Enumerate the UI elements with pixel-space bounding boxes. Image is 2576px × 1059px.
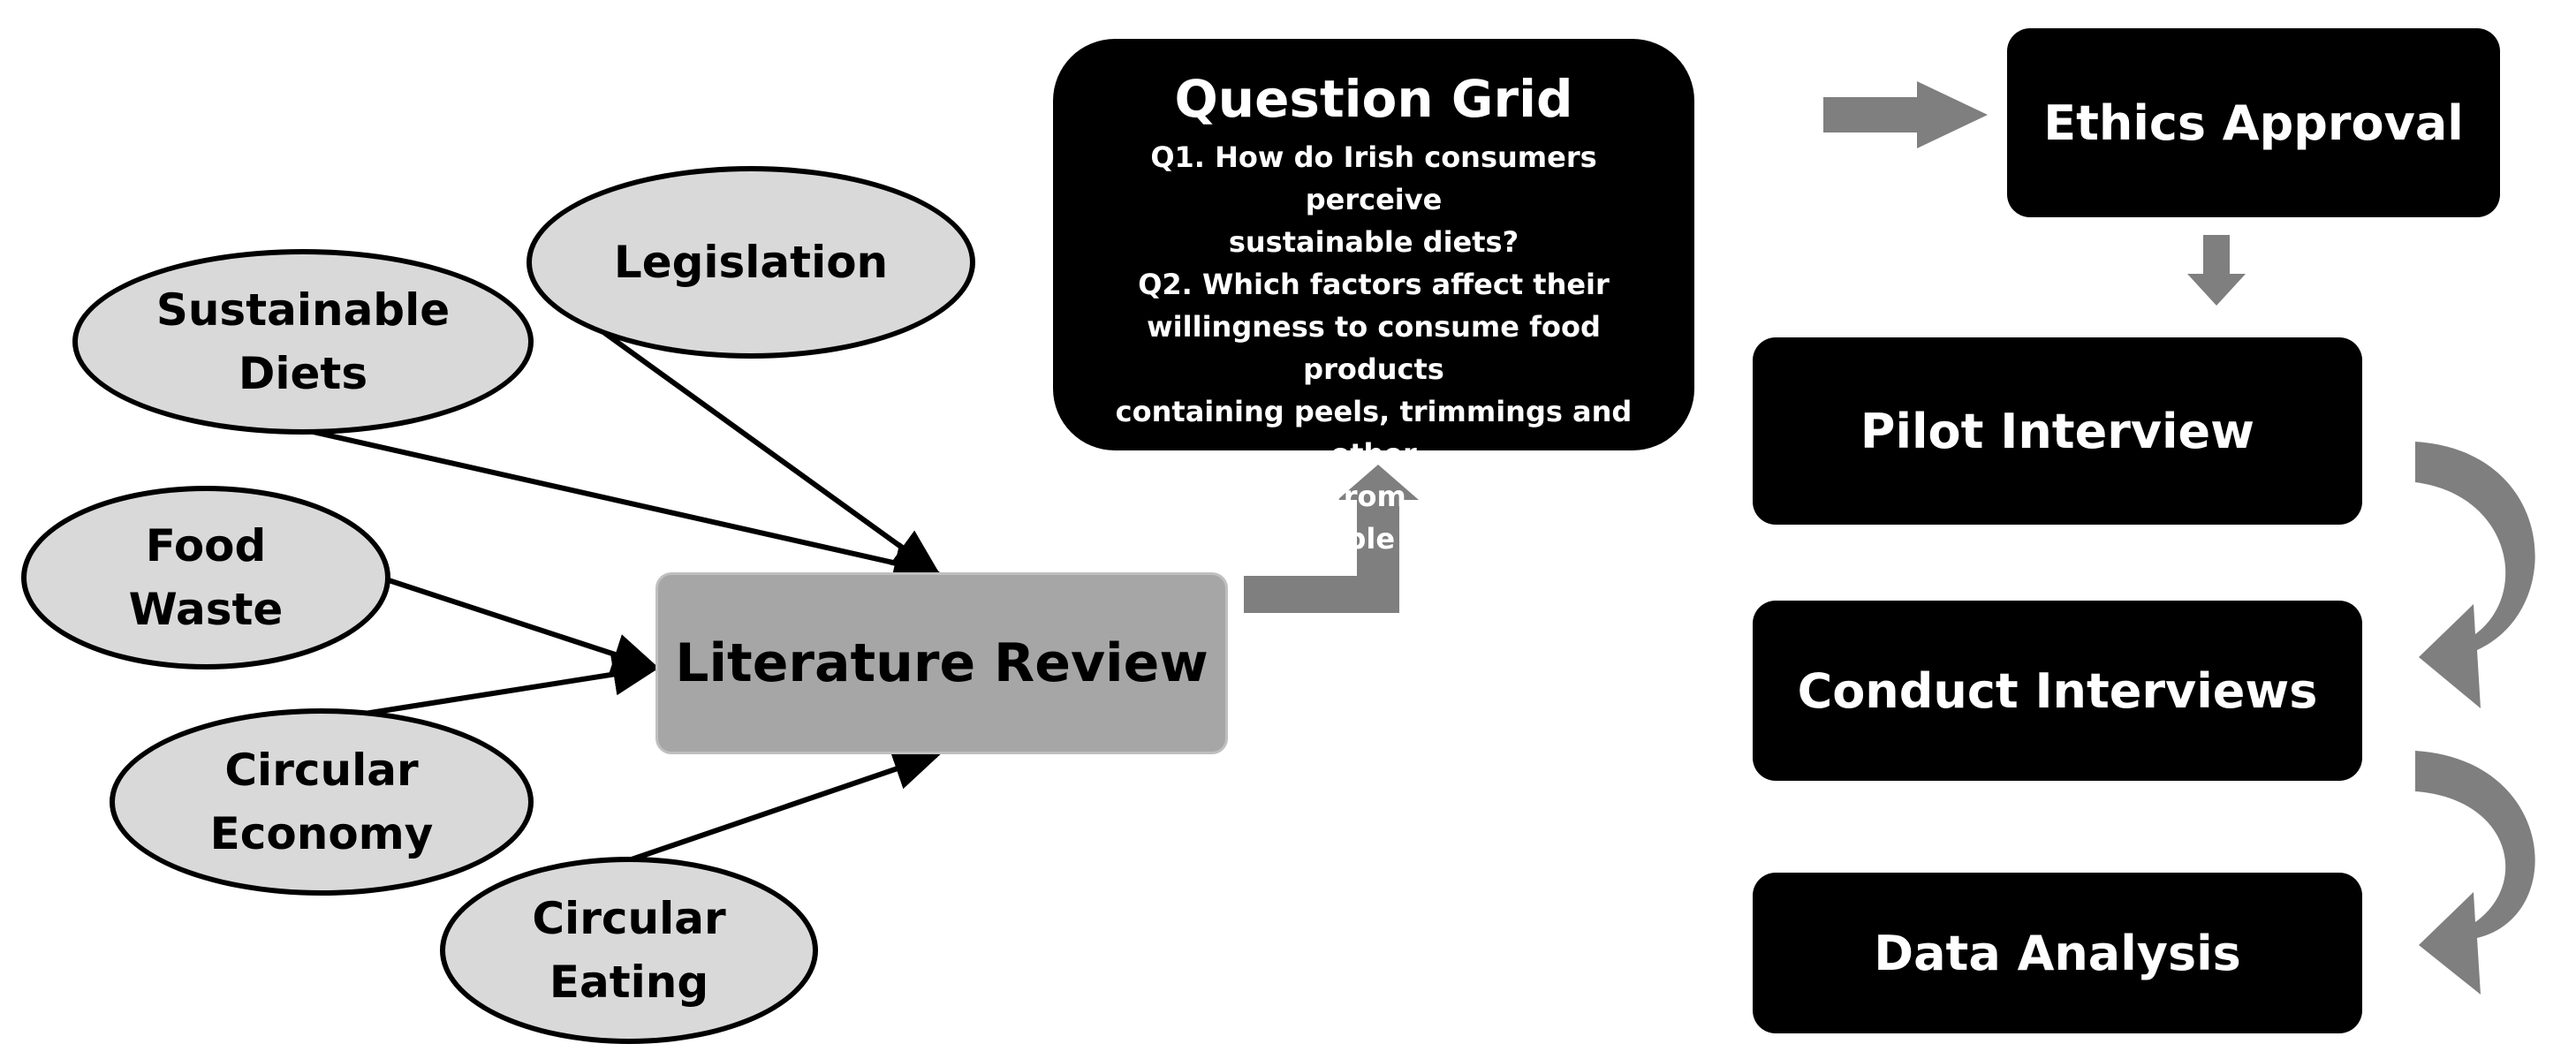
question-line: by-products from the fruit and: [1129, 479, 1618, 513]
arrow-ethics-to-pilot: [2187, 235, 2246, 306]
topic-sustainable-diets: Sustainable Diets: [72, 249, 534, 435]
arrow-food-waste-to-review: [385, 577, 661, 675]
topic-label: Eating: [549, 957, 709, 1008]
question-grid-title: Question Grid: [1174, 69, 1573, 129]
pilot-interview-label: Pilot Interview: [1860, 403, 2255, 459]
question-line: sustainable diets?: [1228, 224, 1519, 259]
arrow-pilot-to-conduct: [2415, 442, 2535, 708]
topic-label: Legislation: [613, 236, 889, 288]
topic-label: Diets: [238, 348, 368, 399]
conduct-interviews-label: Conduct Interviews: [1797, 662, 2318, 719]
arrow-eating-to-review: [628, 748, 942, 863]
arrow-economy-to-review: [352, 653, 661, 718]
topic-label: Food: [145, 519, 267, 571]
topic-circular-economy: Circular Economy: [110, 708, 534, 896]
question-line: Q2. Which factors affect their: [1138, 267, 1610, 301]
question-line: vegetable sector.: [1236, 521, 1512, 556]
topic-label: Circular: [532, 892, 726, 944]
arrow-legislation-to-review: [592, 322, 941, 576]
topic-legislation: Legislation: [527, 166, 975, 359]
topic-label: Sustainable: [155, 284, 451, 336]
conduct-interviews-box: Conduct Interviews: [1753, 601, 2362, 781]
arrow-question-grid-to-ethics: [1823, 81, 1988, 148]
question-line: Q1. How do Irish consumers perceive: [1150, 140, 1597, 216]
ethics-approval-box: Ethics Approval: [2007, 28, 2500, 217]
arrow-conduct-to-analysis: [2415, 751, 2535, 995]
topic-label: Circular: [224, 744, 419, 796]
topic-circular-eating: Circular Eating: [440, 857, 818, 1044]
pilot-interview-box: Pilot Interview: [1753, 337, 2362, 525]
topic-label: Economy: [209, 808, 434, 859]
question-line: containing peels, trimmings and other: [1115, 394, 1633, 471]
question-grid-text: Q1. How do Irish consumers perceive sust…: [1053, 136, 1694, 560]
data-analysis-box: Data Analysis: [1753, 873, 2362, 1033]
ethics-approval-label: Ethics Approval: [2043, 95, 2464, 151]
topic-label: Waste: [128, 584, 284, 635]
literature-review-label: Literature Review: [675, 632, 1208, 694]
literature-review-box: Literature Review: [655, 572, 1228, 754]
topic-food-waste: Food Waste: [21, 486, 390, 669]
arrow-review-to-question-grid: [1244, 465, 1419, 613]
question-grid-box: Question Grid Q1. How do Irish consumers…: [1053, 39, 1694, 556]
data-analysis-label: Data Analysis: [1874, 925, 2241, 981]
question-line: willingness to consume food products: [1147, 309, 1601, 386]
arrow-diets-to-review: [308, 428, 942, 584]
